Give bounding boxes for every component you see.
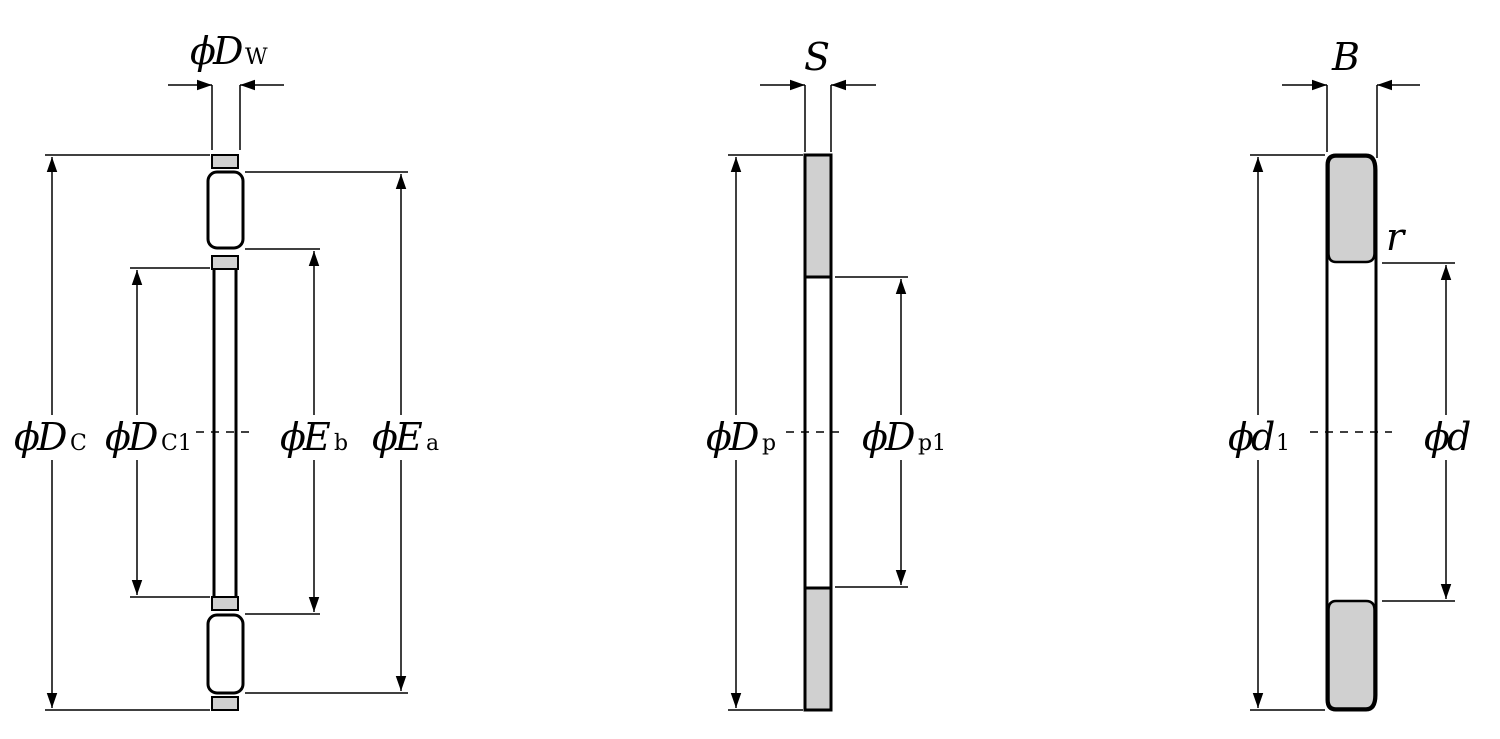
svg-text:D: D — [728, 415, 759, 459]
svg-text:S: S — [804, 35, 830, 79]
svg-text:ϕ: ϕ — [105, 415, 131, 459]
label-ea: ϕ E a — [372, 415, 439, 459]
cage-roller-view — [45, 79, 408, 711]
label-b: B — [1331, 35, 1360, 79]
svg-text:ϕ: ϕ — [706, 415, 732, 459]
svg-text:E: E — [394, 415, 423, 459]
svg-text:C: C — [70, 431, 87, 456]
svg-text:D: D — [212, 29, 243, 73]
label-r: r — [1386, 215, 1407, 259]
svg-text:p: p — [762, 431, 776, 456]
svg-text:D: D — [884, 415, 915, 459]
label-d1: ϕ d 1 — [1228, 415, 1290, 459]
svg-text:1: 1 — [1276, 431, 1290, 456]
label-d: ϕ d — [1424, 415, 1471, 459]
svg-text:B: B — [1331, 35, 1360, 79]
label-eb: ϕ E b — [280, 415, 348, 459]
svg-text:b: b — [334, 431, 348, 456]
ring-view — [1250, 79, 1455, 712]
svg-text:d: d — [1447, 415, 1471, 459]
svg-text:ϕ: ϕ — [190, 29, 216, 73]
svg-text:E: E — [302, 415, 331, 459]
washer-view — [728, 79, 908, 712]
label-dw: ϕ D W — [190, 29, 268, 73]
svg-text:ϕ: ϕ — [862, 415, 888, 459]
svg-text:ϕ: ϕ — [1228, 415, 1254, 459]
label-dp1: ϕ D p1 — [862, 415, 946, 459]
svg-text:C1: C1 — [161, 431, 192, 456]
svg-text:a: a — [426, 431, 439, 456]
svg-text:d: d — [1251, 415, 1275, 459]
svg-text:ϕ: ϕ — [1424, 415, 1450, 459]
svg-text:p1: p1 — [918, 431, 946, 456]
svg-text:ϕ: ϕ — [14, 415, 40, 459]
label-dc: ϕ D C — [14, 415, 87, 459]
label-s: S — [804, 35, 830, 79]
svg-text:ϕ: ϕ — [280, 415, 306, 459]
label-dp: ϕ D p — [706, 415, 776, 459]
label-dc1: ϕ D C1 — [105, 415, 192, 459]
svg-text:D: D — [127, 415, 158, 459]
svg-text:r: r — [1386, 215, 1407, 259]
svg-text:D: D — [36, 415, 67, 459]
svg-text:ϕ: ϕ — [372, 415, 398, 459]
svg-text:W: W — [245, 45, 268, 70]
